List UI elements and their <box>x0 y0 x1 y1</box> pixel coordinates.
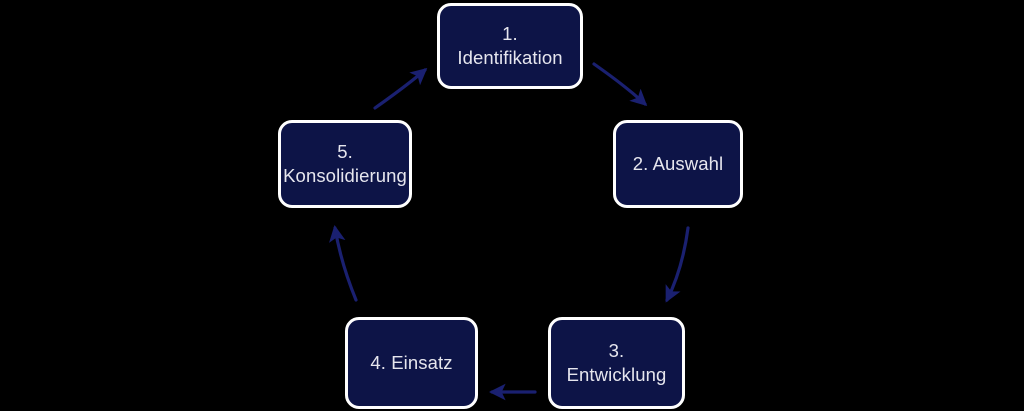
process-node-entwicklung[interactable]: 3. Entwicklung <box>548 317 685 409</box>
process-node-label: 3. Entwicklung <box>566 339 667 385</box>
arrow-4-to-5 <box>329 225 358 302</box>
process-node-konsolidierung[interactable]: 5. Konsolidierung <box>278 120 412 208</box>
process-node-label: 5. Konsolidierung <box>283 140 407 186</box>
process-node-label: 4. Einsatz <box>370 351 453 373</box>
arrow-5-to-1 <box>373 68 428 110</box>
process-node-label: 2. Auswahl <box>632 152 724 174</box>
process-node-auswahl[interactable]: 2. Auswahl <box>613 120 743 208</box>
process-node-identifikation[interactable]: 1. Identifikation <box>437 3 583 89</box>
arrow-1-to-2 <box>592 62 648 107</box>
arrow-2-to-3 <box>665 226 690 303</box>
process-node-einsatz[interactable]: 4. Einsatz <box>345 317 478 409</box>
process-node-label: 1. Identifikation <box>457 22 563 68</box>
